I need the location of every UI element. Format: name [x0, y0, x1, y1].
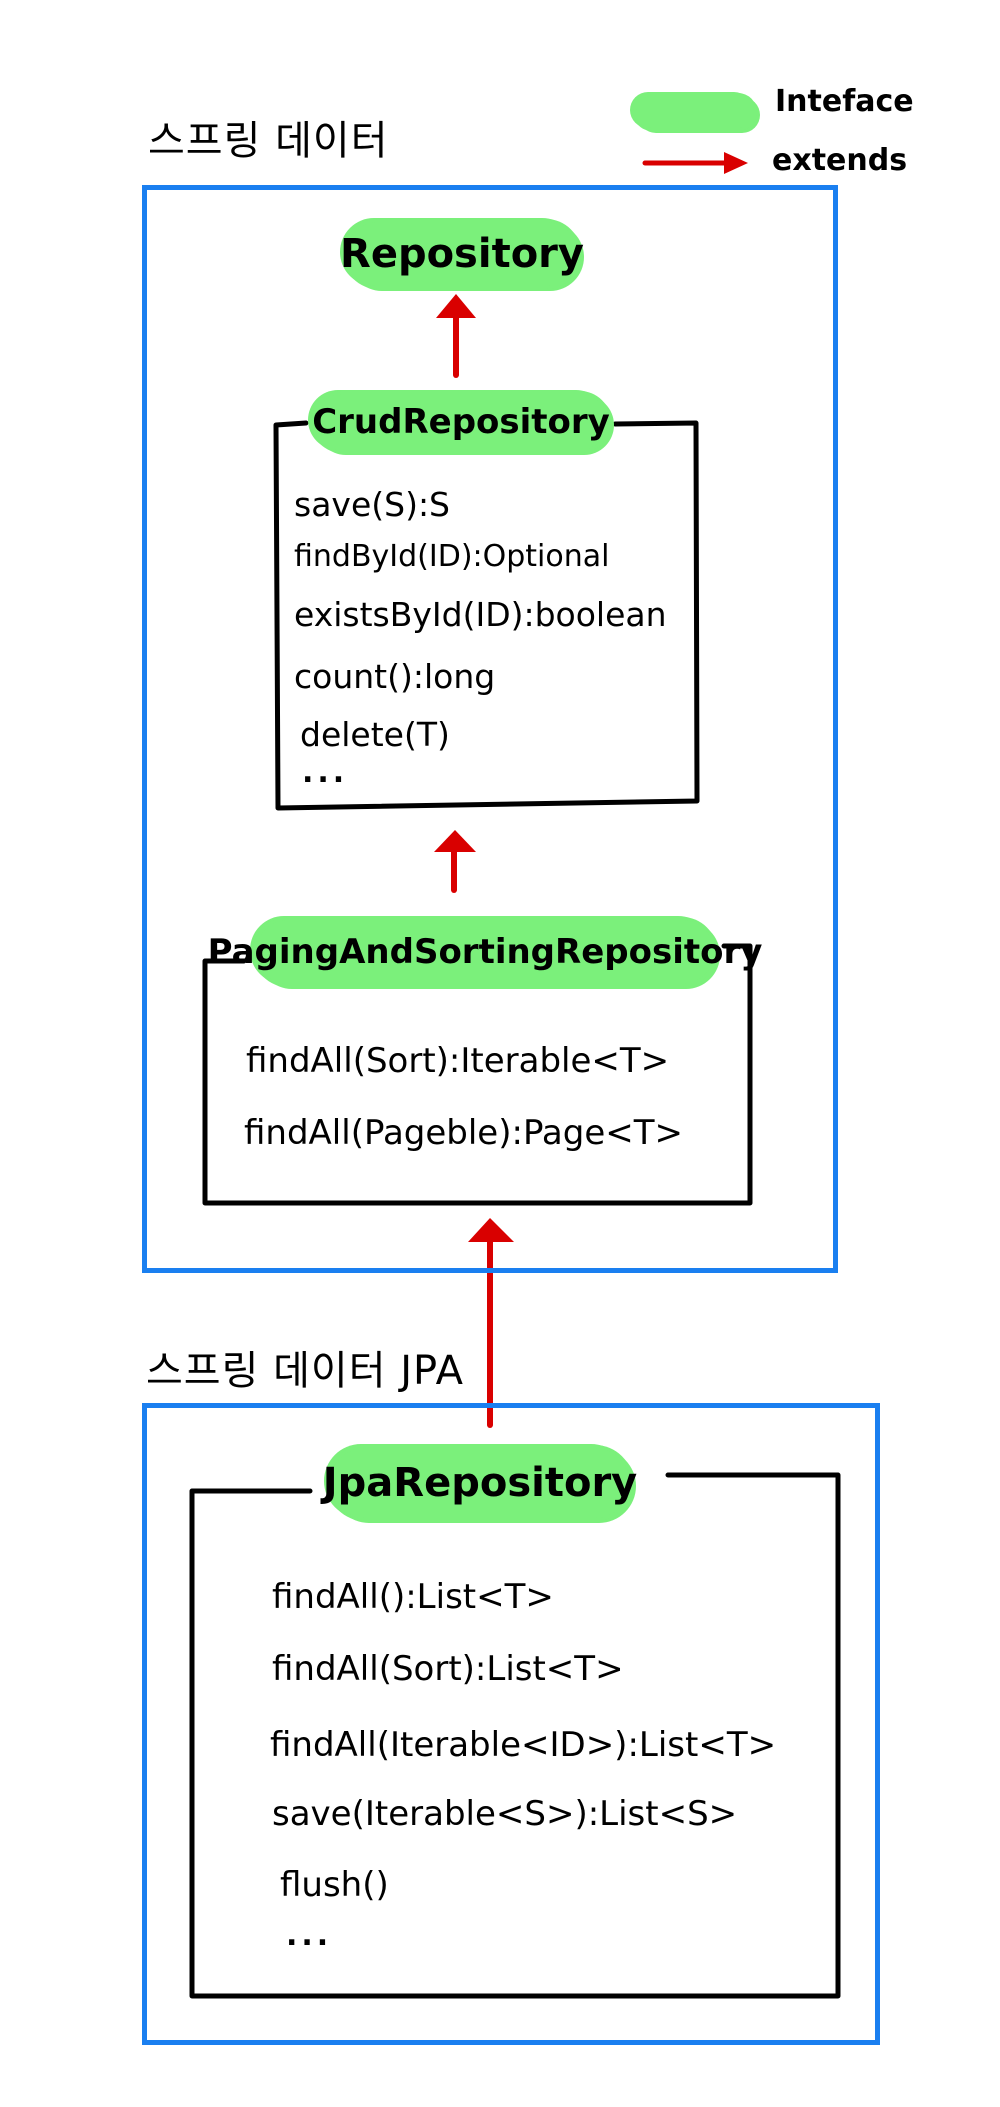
- spring-data-frame: [142, 185, 838, 1273]
- jpa-method: save(Iterable<S>):List<S>: [272, 1794, 738, 1834]
- legend-extends-label: extends: [772, 143, 908, 178]
- paging-repository-box: [202, 943, 753, 1206]
- legend-extends-arrow: [642, 152, 748, 174]
- crud-repository-box: [273, 420, 700, 811]
- jpa-repository-box: [189, 1472, 841, 1999]
- crud-method: count():long: [294, 657, 496, 696]
- crud-repository-interface: CrudRepository: [312, 394, 610, 450]
- jpa-method: findAll(Iterable<ID>):List<T>: [270, 1725, 777, 1765]
- extends-arrow-paging-to-crud: [434, 830, 476, 893]
- paging-method: findAll(Pageble):Page<T>: [244, 1113, 683, 1153]
- jpa-more-ellipsis: ...: [286, 1918, 333, 1953]
- spring-data-jpa-title: 스프링 데이터 JPA: [146, 1348, 464, 1394]
- paging-repository-name: PagingAndSortingRepository: [207, 932, 763, 972]
- paging-method: findAll(Sort):Iterable<T>: [246, 1041, 670, 1081]
- crud-method: existsById(ID):boolean: [294, 595, 667, 634]
- crud-repository-name: CrudRepository: [312, 402, 610, 442]
- repository-name: Repository: [340, 231, 584, 277]
- jpa-repository-name: JpaRepository: [322, 1460, 638, 1506]
- paging-repository-interface: PagingAndSortingRepository: [208, 920, 762, 984]
- crud-method: delete(T): [300, 715, 450, 754]
- crud-method: save(S):S: [294, 485, 451, 524]
- repository-interface: Repository: [340, 222, 584, 286]
- jpa-method: findAll(Sort):List<T>: [272, 1649, 624, 1689]
- jpa-method: flush(): [280, 1865, 389, 1905]
- jpa-repository-interface: JpaRepository: [323, 1448, 637, 1518]
- crud-more-ellipsis: ...: [302, 755, 349, 790]
- jpa-method: findAll():List<T>: [272, 1577, 554, 1617]
- legend-interface-swatch: [636, 96, 754, 128]
- crud-method: findById(ID):Optional: [294, 539, 610, 574]
- spring-data-title: 스프링 데이터: [148, 118, 389, 164]
- extends-arrow-crud-to-repository: [436, 294, 476, 378]
- spring-data-jpa-frame: [142, 1403, 880, 2045]
- legend-interface-label: Inteface: [775, 84, 914, 119]
